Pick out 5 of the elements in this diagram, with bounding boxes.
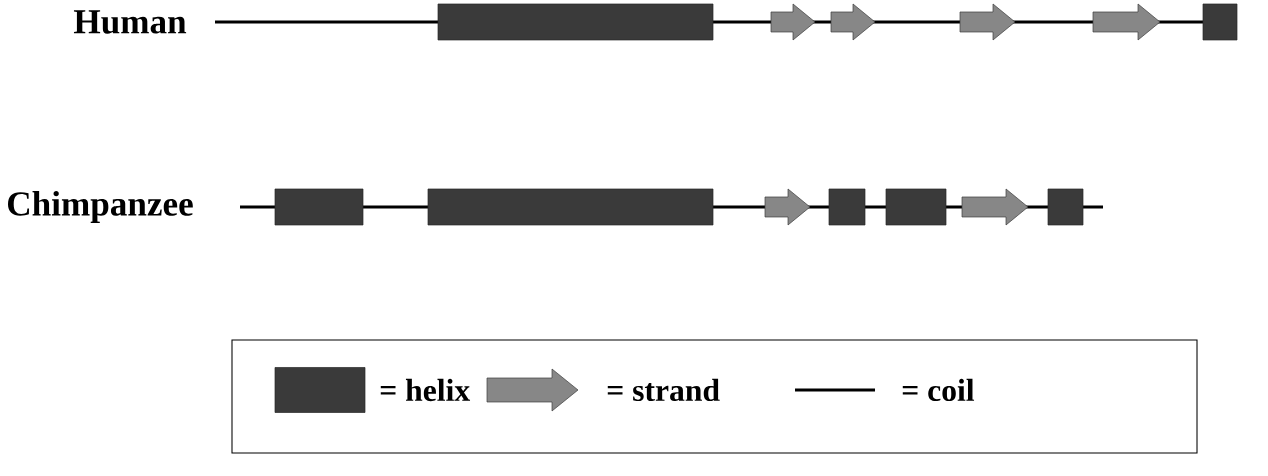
legend-text: = coil bbox=[902, 378, 975, 402]
species-label: Human bbox=[73, 10, 187, 34]
legend-text: = strand bbox=[607, 378, 720, 402]
legend-text: = helix bbox=[380, 378, 470, 402]
species-label: Chimpanzee bbox=[8, 191, 193, 223]
